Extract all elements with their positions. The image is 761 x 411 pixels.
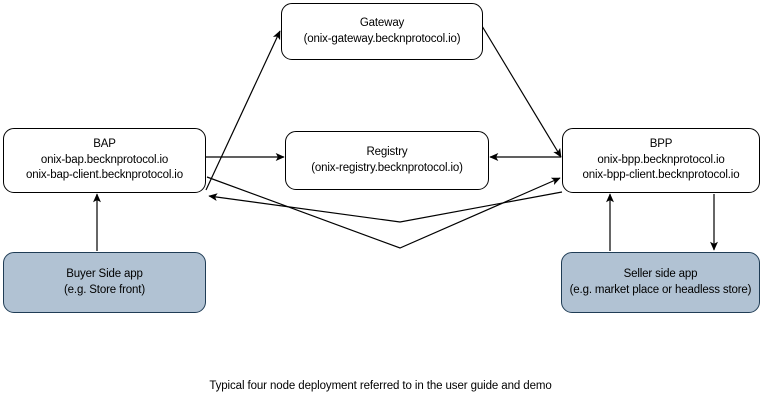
node-gateway-subtitle: (onix-gateway.becknprotocol.io) [303,32,461,45]
node-bap-subtitle2: onix-bap-client.becknprotocol.io [26,169,183,182]
edge-bap-to-gateway [205,30,281,191]
node-bap-subtitle: onix-bap.becknprotocol.io [40,153,169,166]
diagram-caption: Typical four node deployment referred to… [209,380,552,392]
node-seller-side-app[interactable]: Seller side app (e.g. market place or he… [561,252,760,313]
node-gateway[interactable]: Gateway (onix-gateway.becknprotocol.io) [281,3,483,60]
node-bpp-subtitle2: onix-bpp-client.becknprotocol.io [582,169,740,182]
node-registry-title: Registry [366,146,408,158]
edge-gateway-to-bpp [481,25,562,158]
node-bap-title: BAP [93,138,116,151]
node-registry-subtitle: (onix-registry.becknprotocol.io) [311,161,463,174]
node-buyer-subtitle: (e.g. Store front) [63,283,146,296]
node-registry[interactable]: Registry (onix-registry.becknprotocol.io… [285,131,489,190]
edge-bpp-to-bap [208,191,563,223]
node-bpp[interactable]: BPP onix-bpp.becknprotocol.io onix-bpp-c… [562,128,760,193]
node-bpp-subtitle: onix-bpp.becknprotocol.io [597,153,725,166]
node-buyer-title: Buyer Side app [66,268,143,280]
node-bap[interactable]: BAP onix-bap.becknprotocol.io onix-bap-c… [3,128,206,193]
node-bpp-title: BPP [649,138,673,151]
node-gateway-title: Gateway [359,17,405,29]
node-seller-subtitle: (e.g. market place or headless store) [569,283,752,296]
node-buyer-side-app[interactable]: Buyer Side app (e.g. Store front) [3,252,206,313]
node-seller-title: Seller side app [623,268,698,280]
edge-bap-to-bpp [206,176,561,249]
